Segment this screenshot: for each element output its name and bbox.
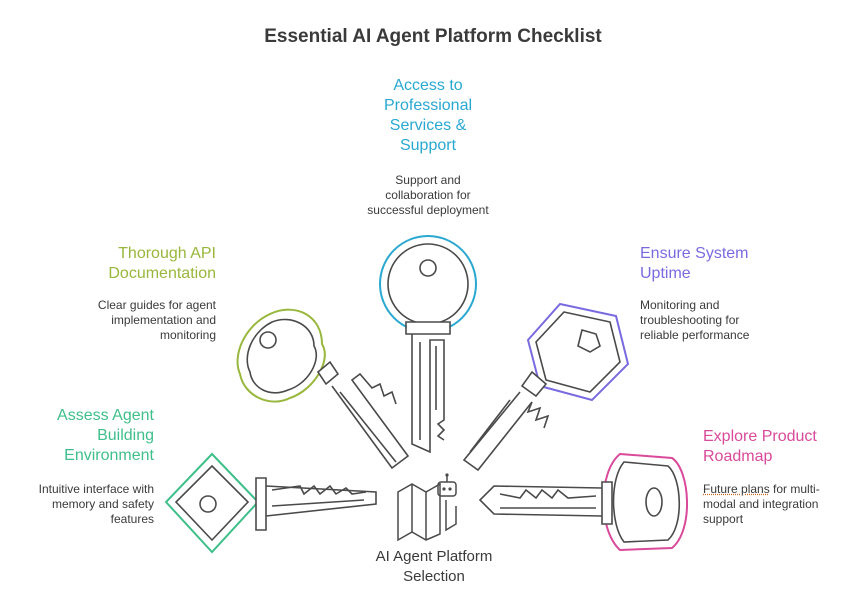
roadmap-heading: Explore Product Roadmap	[703, 428, 817, 465]
uptime-key-icon	[462, 302, 630, 472]
roadmap-description-link: Future plans	[703, 482, 770, 496]
roadmap-description-rest: for multi- modal and integration support	[703, 482, 820, 526]
api-description: Clear guides for agent implementation an…	[97, 298, 216, 342]
api-key-icon	[236, 308, 410, 470]
uptime-description: Monitoring and troubleshooting for relia…	[640, 298, 750, 342]
map-robot-icon	[397, 473, 457, 542]
roadmap-description: Future plans for multi- modal and integr…	[703, 482, 853, 527]
assess-description: Intuitive interface with memory and safe…	[38, 482, 154, 526]
api-heading: Thorough API Documentation	[108, 245, 216, 282]
support-heading: Access to Professional Services & Suppor…	[383, 77, 473, 154]
page-title: Essential AI Agent Platform Checklist	[264, 26, 602, 47]
support-key-icon	[379, 235, 477, 454]
roadmap-key-icon	[478, 452, 689, 552]
assess-heading: Assess Agent Building Environment	[57, 407, 154, 464]
uptime-heading: Ensure System Uptime	[640, 245, 749, 282]
assess-key-icon	[164, 452, 377, 554]
support-description: Support and collaboration for successful…	[367, 173, 489, 217]
center-label: AI Agent Platform Selection	[375, 548, 493, 585]
